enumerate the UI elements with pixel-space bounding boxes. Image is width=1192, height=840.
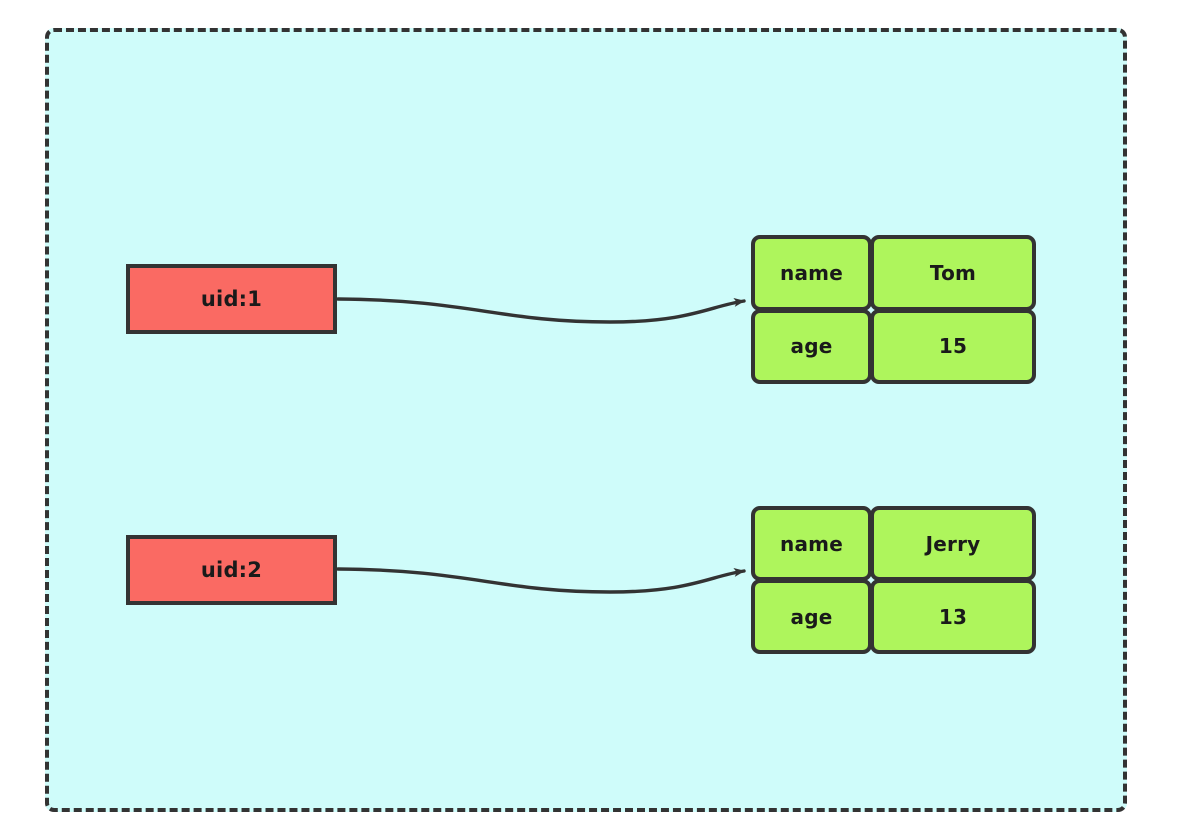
node-uid-2[interactable]: uid:2 — [126, 535, 337, 605]
node-uid-1-label: uid:1 — [200, 287, 263, 311]
table-2-row-0-value-text: Jerry — [925, 531, 981, 556]
property-table-1: name Tom age 15 — [751, 235, 1036, 384]
table-1-row-0-value-text: Tom — [929, 260, 977, 285]
table-1-row-1-value[interactable]: 15 — [870, 308, 1036, 384]
dashed-group-container — [45, 28, 1127, 812]
table-2-row-1-value-text: 13 — [938, 604, 968, 629]
table-1-row-1-value-text: 15 — [938, 334, 968, 359]
table-1-row-0-value[interactable]: Tom — [870, 235, 1036, 311]
table-2-row-1-key[interactable]: age — [751, 579, 872, 654]
table-1-row-1-key[interactable]: age — [751, 308, 872, 384]
table-1-row-0-key[interactable]: name — [751, 235, 872, 311]
table-2-row-0-key-text: name — [780, 531, 843, 556]
node-uid-2-label: uid:2 — [200, 558, 263, 582]
table-2-row-1-key-text: age — [790, 604, 833, 629]
table-2-row-1-value[interactable]: 13 — [870, 579, 1036, 654]
table-2-row-0-value[interactable]: Jerry — [870, 506, 1036, 581]
table-1-row-0-key-text: name — [780, 260, 843, 285]
table-2-row-0-key[interactable]: name — [751, 506, 872, 581]
table-1-row-1-key-text: age — [790, 334, 833, 359]
node-uid-1[interactable]: uid:1 — [126, 264, 337, 334]
property-table-2: name Jerry age 13 — [751, 506, 1036, 654]
